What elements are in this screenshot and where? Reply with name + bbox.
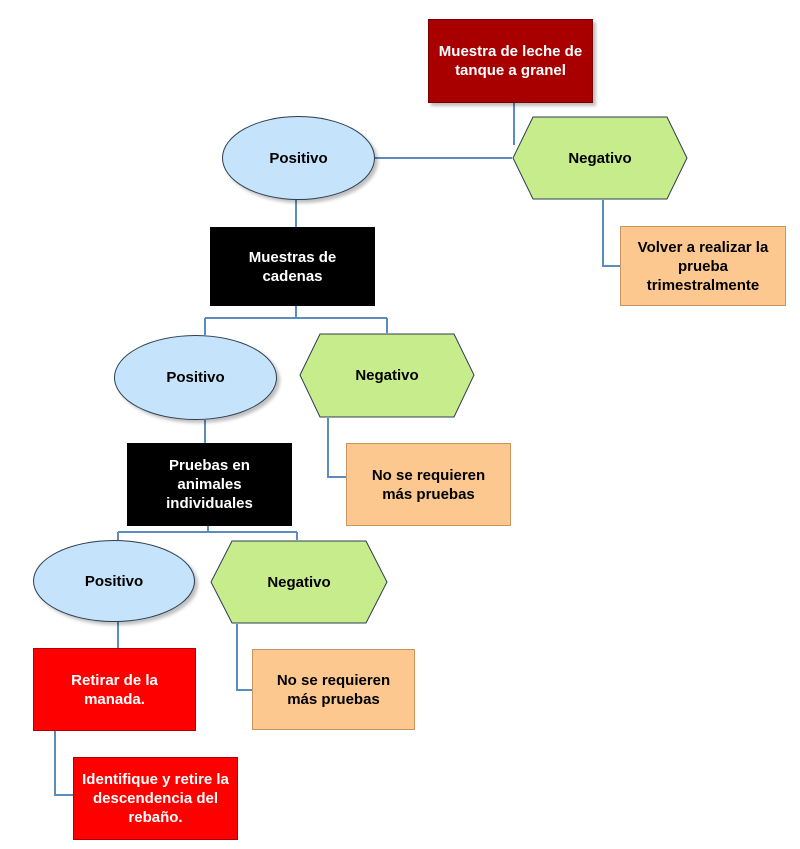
no-more-tests-box-2: No se requieren más pruebas [252, 649, 415, 730]
bulk-tank-sample-box: Muestra de leche de tanque a granel [428, 19, 593, 103]
positive-ellipse-1: Positivo [222, 116, 375, 200]
negative-hexagon-1: Negativo [512, 116, 688, 200]
connector-negative-to-nomore-1 [327, 418, 346, 478]
chain-samples-box: Muestras de cadenas [210, 227, 375, 306]
positive-ellipse-2: Positivo [114, 335, 277, 420]
connector-chain-split [204, 306, 388, 335]
connector-individual-split [117, 526, 298, 540]
no-more-tests-box-1: No se requieren más pruebas [346, 443, 511, 526]
positive-ellipse-3: Positivo [33, 540, 195, 622]
individual-tests-box: Pruebas en animales individuales [127, 443, 292, 526]
negative-hexagon-3: Negativo [210, 540, 388, 624]
negative-label-1: Negativo [568, 149, 632, 167]
retest-quarterly-box: Volver a realizar la prueba trimestralme… [620, 226, 786, 306]
remove-offspring-box: Identifique y retire la descendencia del… [73, 757, 238, 840]
remove-from-herd-box: Retirar de la manada. [33, 648, 196, 731]
negative-label-2: Negativo [355, 367, 419, 384]
connector-negative-to-retest [602, 200, 620, 267]
negative-hexagon-2: Negativo [299, 333, 475, 418]
connector-negative-to-nomore-2 [236, 624, 252, 691]
connector-remove-to-offspring [54, 731, 73, 796]
negative-label-3: Negativo [267, 573, 331, 591]
